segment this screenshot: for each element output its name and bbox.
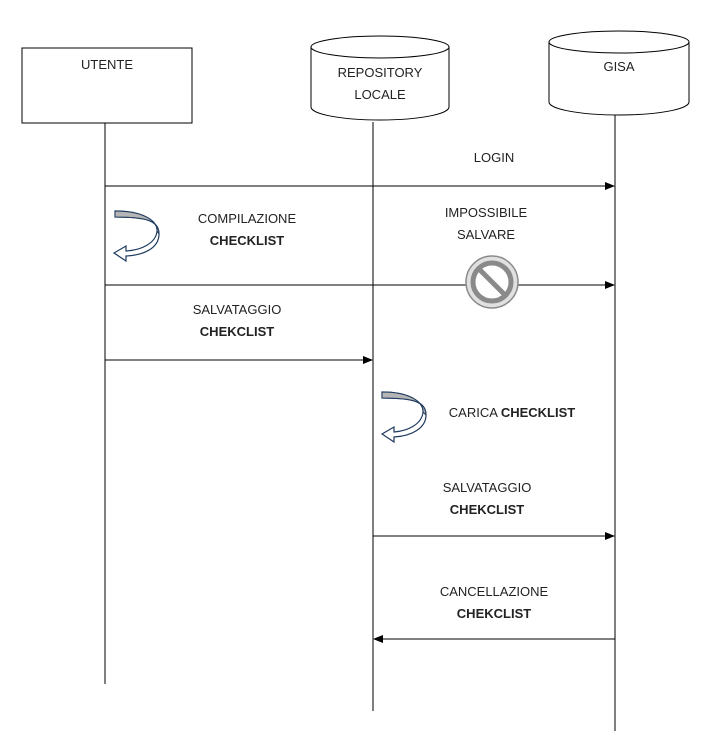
participant-gisa-cylinder <box>548 30 690 116</box>
message-carica-label: CARICA CHECKLIST <box>432 402 592 424</box>
cancellazione-line2: CHEKCLIST <box>456 606 532 621</box>
repository-label-line2: LOCALE <box>354 87 406 102</box>
message-salvataggio1-label: SALVATAGGIO CHEKCLIST <box>157 299 317 343</box>
participant-utente-box <box>21 47 193 124</box>
salvataggio1-line2: CHEKCLIST <box>199 324 275 339</box>
self-call-carica-icon <box>380 391 427 444</box>
message-salvataggio2-label: SALVATAGGIO CHEKCLIST <box>407 477 567 521</box>
salvataggio2-line1: SALVATAGGIO <box>442 480 532 495</box>
impossibile-line2: SALVARE <box>456 227 516 242</box>
cancellazione-line1: CANCELLAZIONE <box>439 584 549 599</box>
message-impossibile-label: IMPOSSIBILE SALVARE <box>416 202 556 246</box>
impossibile-line1: IMPOSSIBILE <box>444 205 528 220</box>
salvataggio1-line1: SALVATAGGIO <box>192 302 282 317</box>
carica-prefix: CARICA <box>448 405 498 420</box>
message-compilazione-label: COMPILAZIONE CHECKLIST <box>167 208 327 252</box>
salvataggio2-line2: CHEKCLIST <box>449 502 525 517</box>
participant-repository-cylinder <box>310 35 450 121</box>
participant-utente-label: UTENTE <box>81 57 133 72</box>
message-cancellazione-label: CANCELLAZIONE CHEKCLIST <box>414 581 574 625</box>
repository-label-line1: REPOSITORY <box>337 65 423 80</box>
carica-bold: CHECKLIST <box>500 405 576 420</box>
prohibited-icon <box>465 255 519 309</box>
compilazione-line1: COMPILAZIONE <box>197 211 297 226</box>
message-login-label: LOGIN <box>473 150 515 165</box>
participant-gisa-label: GISA <box>603 59 635 74</box>
self-call-compilazione-icon <box>112 210 160 263</box>
compilazione-line2: CHECKLIST <box>209 233 285 248</box>
participant-repository-label: REPOSITORY LOCALE <box>311 62 449 106</box>
